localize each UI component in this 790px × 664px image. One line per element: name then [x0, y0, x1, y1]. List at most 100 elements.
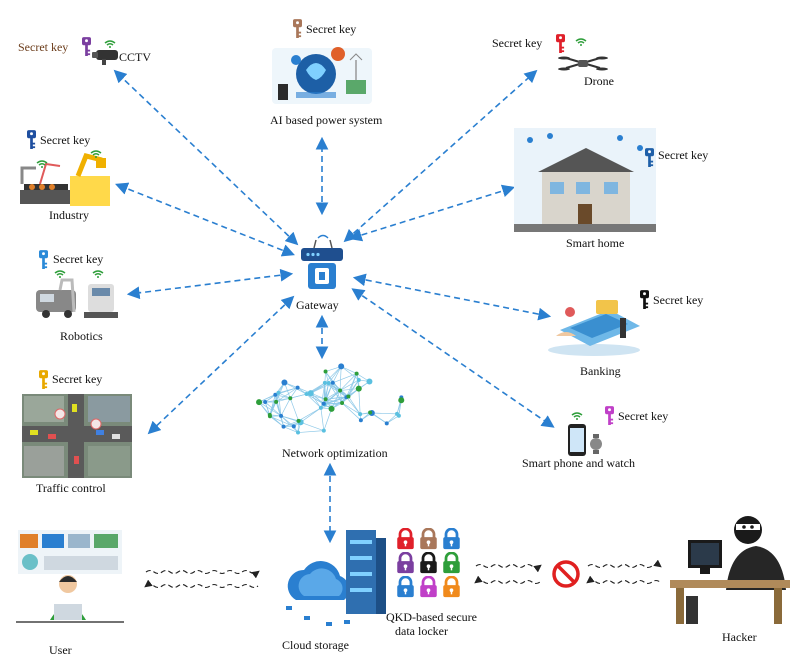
robotics-key-icon — [39, 250, 48, 269]
arrow-gateway-smart-home — [348, 184, 516, 242]
traffic-control-label: Traffic control — [36, 481, 106, 495]
network-link — [283, 426, 299, 433]
padlock-icon — [396, 528, 415, 550]
smart-home-secret-key-label: Secret key — [658, 148, 709, 162]
ai-power-label: AI based power system — [270, 113, 383, 127]
smart-home-label: Smart home — [566, 236, 625, 250]
network-link — [358, 388, 361, 415]
smart-phone-watch-icon — [568, 412, 602, 456]
cctv-key-icon — [82, 37, 91, 56]
network-link — [323, 402, 343, 405]
industry-icon — [20, 150, 110, 206]
drone-label: Drone — [584, 74, 614, 88]
padlock-icon — [419, 528, 438, 550]
hacker-icon — [670, 516, 790, 624]
network-node — [338, 388, 343, 393]
network-node — [366, 378, 373, 385]
network-node — [321, 401, 326, 406]
network-node — [395, 411, 400, 416]
arrow-gateway-cctv — [113, 69, 299, 246]
network-link — [278, 392, 282, 416]
network-link — [386, 413, 398, 424]
network-link — [340, 388, 359, 391]
wave-block-hacker-bottom — [586, 575, 661, 585]
qkd-label-line2: data locker — [395, 624, 448, 638]
network-link — [269, 392, 279, 417]
smart-home-icon — [514, 128, 656, 232]
ai-power-key-icon — [293, 19, 302, 38]
network-link — [348, 379, 360, 397]
network-node — [358, 412, 363, 417]
wavy-arrows — [144, 559, 662, 589]
network-link — [306, 393, 322, 409]
industry-secret-key-label: Secret key — [40, 133, 91, 147]
drone-secret-key-label: Secret key — [492, 36, 543, 50]
user-icon — [16, 530, 124, 623]
network-node — [338, 363, 345, 370]
network-node — [356, 377, 361, 382]
padlock-icon — [419, 576, 438, 598]
network-link — [348, 396, 361, 415]
gateway-label: Gateway — [296, 298, 339, 312]
cctv-icon — [92, 40, 118, 65]
network-link — [332, 366, 342, 383]
network-node — [322, 380, 327, 385]
traffic-key-icon — [39, 370, 48, 389]
robotics-secret-key-label: Secret key — [53, 252, 104, 266]
network-link — [331, 390, 341, 410]
hacker-label: Hacker — [722, 630, 757, 644]
network-link — [275, 401, 282, 416]
network-link — [300, 407, 322, 423]
smart-phone-watch-label: Smart phone and watch — [522, 456, 635, 470]
drone-icon — [558, 38, 608, 71]
network-node — [267, 414, 272, 419]
network-link — [258, 401, 282, 417]
network-node — [340, 400, 345, 405]
network-link — [339, 366, 342, 391]
banking-icon — [548, 300, 640, 356]
wave-user-cloud-top — [145, 569, 260, 579]
arrow-gateway-banking — [352, 273, 552, 321]
network-link — [265, 397, 291, 403]
network-node — [276, 390, 281, 395]
network-link — [323, 408, 332, 431]
network-link — [360, 412, 371, 421]
network-link — [289, 387, 298, 399]
network-link — [320, 382, 326, 408]
wave-locker-block-top — [475, 563, 542, 573]
network-node — [295, 385, 300, 390]
padlock-icon — [442, 552, 461, 574]
padlock-icon — [396, 576, 415, 598]
network-node — [291, 424, 296, 429]
network-link — [290, 393, 307, 399]
network-node — [304, 392, 309, 397]
network-link — [264, 401, 282, 417]
cloud-storage-label: Cloud storage — [282, 638, 349, 652]
arrow-gateway-industry — [115, 182, 295, 257]
network-link — [325, 382, 334, 400]
smartphone-key-icon — [605, 406, 614, 425]
network-link — [325, 390, 341, 400]
network-node — [358, 418, 363, 423]
padlock-icon — [396, 552, 415, 574]
network-link — [269, 415, 294, 427]
network-node — [281, 379, 288, 386]
connection-arrows — [113, 69, 555, 544]
traffic-secret-key-label: Secret key — [52, 372, 103, 386]
network-link — [280, 415, 299, 422]
wave-block-hacker-top — [587, 559, 662, 569]
network-node — [330, 380, 335, 385]
wave-locker-block-bottom — [474, 575, 541, 585]
network-node — [318, 405, 323, 410]
network-link — [340, 366, 360, 381]
network-link — [328, 366, 342, 384]
industry-key-icon — [27, 130, 36, 149]
network-node — [288, 396, 293, 401]
padlock-icon — [442, 528, 461, 550]
network-node — [263, 400, 268, 405]
network-node — [328, 405, 335, 412]
wave-user-cloud-bottom — [144, 579, 259, 589]
network-link — [278, 392, 291, 399]
network-link — [298, 407, 322, 422]
